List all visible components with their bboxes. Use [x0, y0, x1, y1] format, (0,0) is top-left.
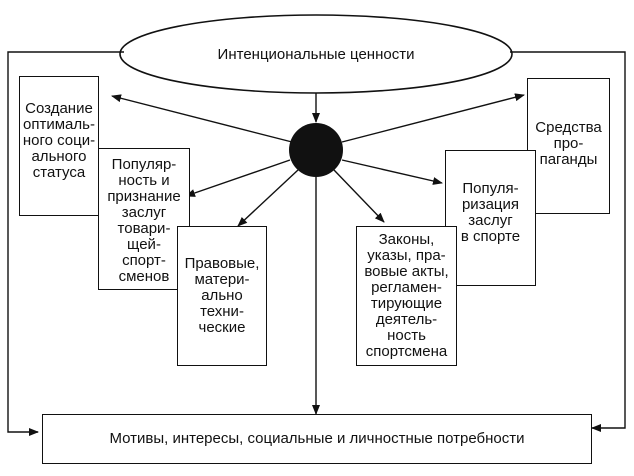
- values-label: Интенциональные ценности: [217, 45, 415, 63]
- central-node: [289, 123, 343, 177]
- node-to-popularity-arrow: [185, 159, 291, 197]
- box-optimal-social-status: Создание оптималь- ного соци- ального ст…: [19, 76, 99, 216]
- node-to-propaganda-arrow: [341, 93, 525, 143]
- box-sport-merits-popularization: Популя- ризация заслуг в спорте: [445, 150, 536, 286]
- left-loop-connector: [7, 51, 124, 436]
- right-loop-connector: [510, 51, 626, 432]
- box-legal-material-technical: Правовые, матери- ально техни- ческие: [177, 226, 267, 366]
- node-to-legal-arrow: [237, 169, 299, 227]
- box-comrades-recognition: Популяр- ность и признание заслуг товари…: [98, 148, 190, 290]
- node-to-laws-arrow: [333, 169, 385, 223]
- node-to-sport-popularization-arrow: [341, 159, 443, 185]
- box-motives-interests-needs: Мотивы, интересы, социальные и личностны…: [42, 414, 592, 464]
- box-laws-regulations: Законы, указы, пра- вовые акты, регламен…: [356, 226, 457, 366]
- box-propaganda-means: Средства про- паганды: [527, 78, 610, 214]
- node-to-status-arrow: [111, 94, 293, 143]
